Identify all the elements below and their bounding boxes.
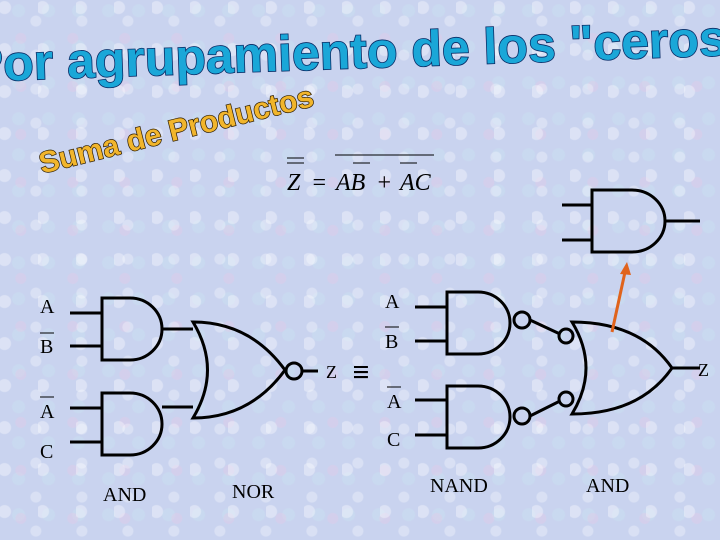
nand-bottom-bubble — [512, 406, 532, 426]
wire-nand-top-out — [529, 318, 561, 336]
ref-and-gate — [590, 188, 667, 254]
left-circuit: A B A C Z AND NOR — [40, 296, 337, 506]
equation-equals: = — [311, 170, 327, 196]
reference-and-gate — [562, 188, 700, 254]
and-eq-bubble-top — [557, 327, 575, 345]
right-output-z: Z — [698, 360, 709, 380]
nor-gate — [190, 320, 287, 420]
arrow — [610, 262, 631, 333]
equation-plus: + — [376, 170, 392, 196]
right-circuit: A B A C Z NAND AND — [385, 290, 709, 497]
arrow-shaft — [610, 271, 627, 333]
subtitle: Suma de Productos — [36, 80, 317, 180]
right-label-nand: NAND — [430, 475, 488, 497]
nand-gate-top — [445, 290, 512, 356]
right-input-c: C — [387, 429, 400, 451]
equation-lhs: Z — [287, 170, 301, 196]
title: Por agrupamiento de los "ceros" — [0, 9, 720, 92]
right-input-a2: A — [387, 391, 402, 413]
left-input-a2: A — [40, 401, 55, 423]
nand-top-bubble — [512, 310, 532, 330]
nand-gate-bottom — [445, 384, 512, 450]
left-label-and: AND — [103, 484, 146, 506]
and-gate-top — [100, 296, 164, 362]
left-label-nor: NOR — [232, 481, 275, 503]
equivalence-symbol: ≡ — [352, 356, 369, 389]
left-input-b: B — [40, 336, 53, 358]
equation-term1: AB — [334, 170, 366, 196]
left-input-a: A — [40, 296, 55, 318]
and-eq-bubble-bottom — [557, 390, 575, 408]
left-output-z: Z — [326, 362, 337, 382]
and-gate-bottom — [100, 391, 164, 457]
equation-term2: AC — [398, 170, 432, 196]
right-label-and: AND — [586, 475, 629, 497]
arrow-head — [620, 262, 631, 275]
right-input-a: A — [385, 291, 400, 313]
equation: Z = AB + AC — [287, 154, 434, 196]
right-input-b: B — [385, 331, 398, 353]
left-input-c: C — [40, 441, 53, 463]
wire-nand-bottom-out — [529, 399, 561, 418]
and-equivalent-gate — [569, 320, 674, 416]
nor-bubble — [284, 361, 304, 381]
